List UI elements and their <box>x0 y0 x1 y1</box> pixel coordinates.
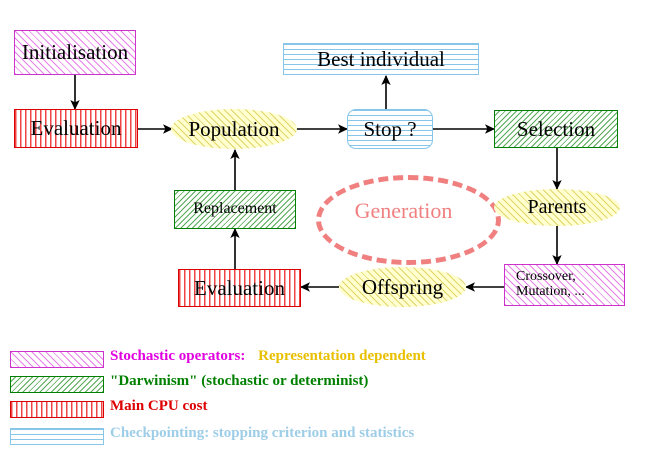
legend-label-checkpointing: Checkpointing: stopping criterion and st… <box>110 425 415 441</box>
legend-label-darwinism: "Darwinism" (stochastic or determinist) <box>110 373 369 389</box>
node-best-individual[interactable]: Best individual <box>283 43 479 75</box>
node-population-label: Population <box>188 116 280 141</box>
legend-swatch-darwinism <box>10 376 104 393</box>
node-offspring-label: Offspring <box>361 274 444 299</box>
legend-label-stochastic-operators-primary: Stochastic operators: <box>110 348 246 364</box>
legend-swatch-stochastic-operators <box>10 351 104 368</box>
node-initialisation-label: Initialisation <box>21 40 129 65</box>
generation-label: Generation <box>354 198 453 223</box>
node-stop-label: Stop ? <box>363 116 417 141</box>
node-replacement-label: Replacement <box>193 200 277 218</box>
node-evaluation-bottom[interactable]: Evaluation <box>178 269 301 307</box>
node-best-individual-label: Best individual <box>317 46 445 71</box>
node-initialisation[interactable]: Initialisation <box>14 30 136 75</box>
legend-label-main-cpu-cost: Main CPU cost <box>110 398 208 414</box>
legend-label-stochastic-operators-secondary: Representation dependent <box>258 348 426 364</box>
node-crossover-mutation-line2: Mutation, ... <box>516 284 585 299</box>
node-selection[interactable]: Selection <box>494 110 618 148</box>
node-evaluation-top-label: Evaluation <box>30 116 122 141</box>
node-offspring[interactable]: Offspring <box>339 267 466 307</box>
node-evaluation-top[interactable]: Evaluation <box>14 109 138 148</box>
node-population[interactable]: Population <box>171 109 297 149</box>
node-stop[interactable]: Stop ? <box>347 109 433 149</box>
node-parents[interactable]: Parents <box>494 189 620 226</box>
node-evaluation-bottom-label: Evaluation <box>194 275 285 300</box>
node-crossover-mutation[interactable]: Crossover, Mutation, ... <box>504 264 625 306</box>
legend-swatch-checkpointing <box>10 428 104 445</box>
legend-label-stochastic-operators: Stochastic operators: Representation dep… <box>110 348 426 365</box>
node-replacement[interactable]: Replacement <box>174 190 296 229</box>
node-selection-label: Selection <box>516 116 596 141</box>
legend-swatch-main-cpu-cost <box>10 401 104 418</box>
node-crossover-mutation-line1: Crossover, <box>516 269 576 285</box>
node-parents-label: Parents <box>527 196 587 218</box>
generation-ring <box>316 175 501 265</box>
